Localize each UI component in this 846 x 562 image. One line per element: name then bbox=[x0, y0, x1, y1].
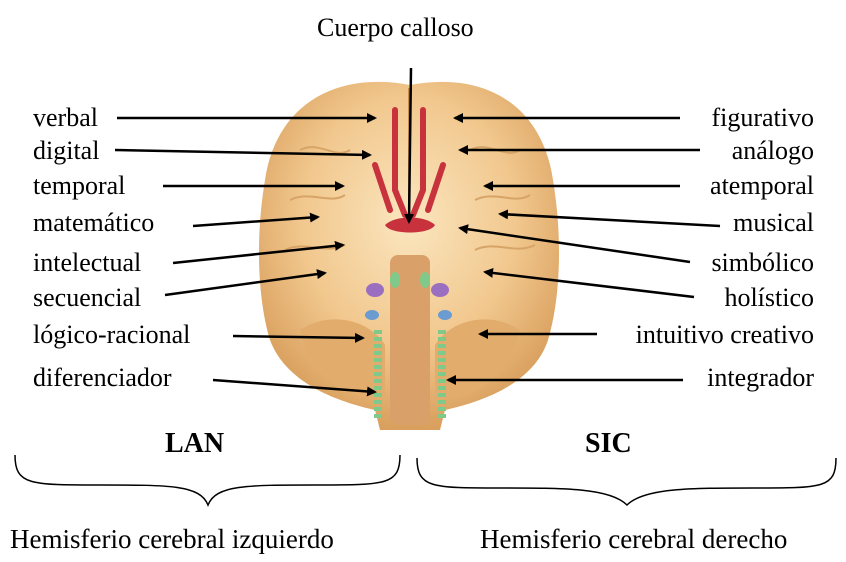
right-group-acronym: SIC bbox=[585, 430, 632, 458]
left-label-digital: digital bbox=[33, 138, 99, 164]
right-label-atemporal: atemporal bbox=[710, 173, 814, 199]
left-label-matematico: matemático bbox=[33, 210, 154, 236]
left-label-diferenciador: diferenciador bbox=[33, 365, 172, 391]
right-label-holistico: holístico bbox=[724, 285, 814, 311]
left-label-logico-racional: lógico-racional bbox=[33, 322, 190, 348]
left-label-intelectual: intelectual bbox=[33, 250, 141, 276]
left-label-temporal: temporal bbox=[33, 173, 125, 199]
right-label-intuitivo-creativo: intuitivo creativo bbox=[636, 322, 814, 348]
right-label-figurativo: figurativo bbox=[711, 105, 814, 131]
left-group-acronym: LAN bbox=[165, 430, 224, 458]
right-label-musical: musical bbox=[733, 210, 814, 236]
left-hemisphere-caption: Hemisferio cerebral izquierdo bbox=[10, 526, 334, 553]
corpus-callosum-title: Cuerpo calloso bbox=[317, 15, 474, 41]
right-label-analogo: análogo bbox=[732, 138, 814, 164]
right-brace bbox=[417, 458, 836, 505]
left-label-verbal: verbal bbox=[33, 105, 98, 131]
right-label-integrador: integrador bbox=[707, 365, 814, 391]
right-hemisphere-caption: Hemisferio cerebral derecho bbox=[480, 526, 787, 553]
left-brace bbox=[15, 455, 400, 505]
left-label-secuencial: secuencial bbox=[33, 285, 141, 311]
right-label-simbolico: simbólico bbox=[711, 250, 814, 276]
